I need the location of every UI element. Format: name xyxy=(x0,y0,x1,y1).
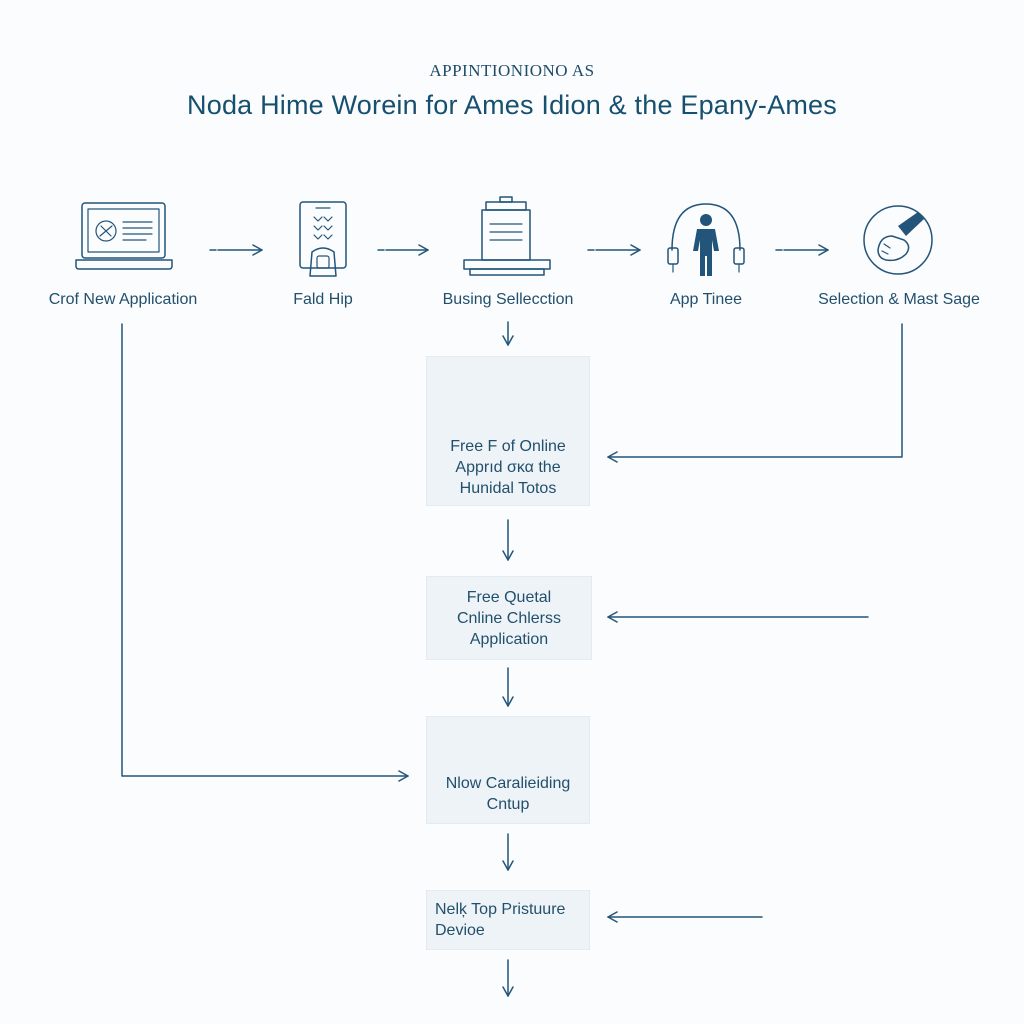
process-box-3-line-1: Nlow Caralieiding xyxy=(445,775,571,792)
process-box-4-line-1: Nelķ Top Pristuure xyxy=(435,901,566,918)
person-headphones-icon xyxy=(667,203,745,276)
process-box-4: Nelķ Top Pristuure Devioe xyxy=(426,890,590,950)
diagram-overline: APPINTIONIONO AS xyxy=(429,61,595,80)
laptop-icon xyxy=(75,202,173,270)
process-box-1-line-3: Hunidal Totos xyxy=(459,480,557,497)
process-box-2: Free Quetal Cnline Chlerss Application xyxy=(426,576,592,660)
process-box-1-line-1: Free F of Online xyxy=(450,438,566,455)
diagram-title: Noda Hime Worein for Ames Idion & the Ep… xyxy=(187,90,837,120)
process-box-3-line-2: Cntup xyxy=(486,796,530,813)
step-label-1: Crof New Application xyxy=(48,291,198,308)
process-box-2-line-2: Cnline Chlerss xyxy=(456,609,562,627)
process-box-2-line-1: Free Quetal xyxy=(466,588,552,606)
tablet-icon xyxy=(299,201,347,277)
process-box-4-line-2: Devioe xyxy=(435,922,485,939)
step-label-4: App Tinee xyxy=(669,291,743,308)
process-box-2-line-3: Application xyxy=(469,630,549,648)
step-label-3: Busing Sellecction xyxy=(442,291,574,308)
process-box-1-line-2: Apprıd σκα the xyxy=(455,459,561,476)
hand-tool-icon xyxy=(863,205,933,275)
right-elbow-connector xyxy=(607,323,903,463)
process-box-1: Free F of Online Apprıd σκα the Hunidal … xyxy=(426,356,590,506)
left-elbow-connector xyxy=(121,323,409,782)
process-box-3: Nlow Caralieiding Cntup xyxy=(426,716,590,824)
step-label-2: Fald Hip xyxy=(293,291,353,308)
step-label-5: Selection & Mast Sage xyxy=(818,291,980,308)
printer-icon xyxy=(463,196,551,276)
